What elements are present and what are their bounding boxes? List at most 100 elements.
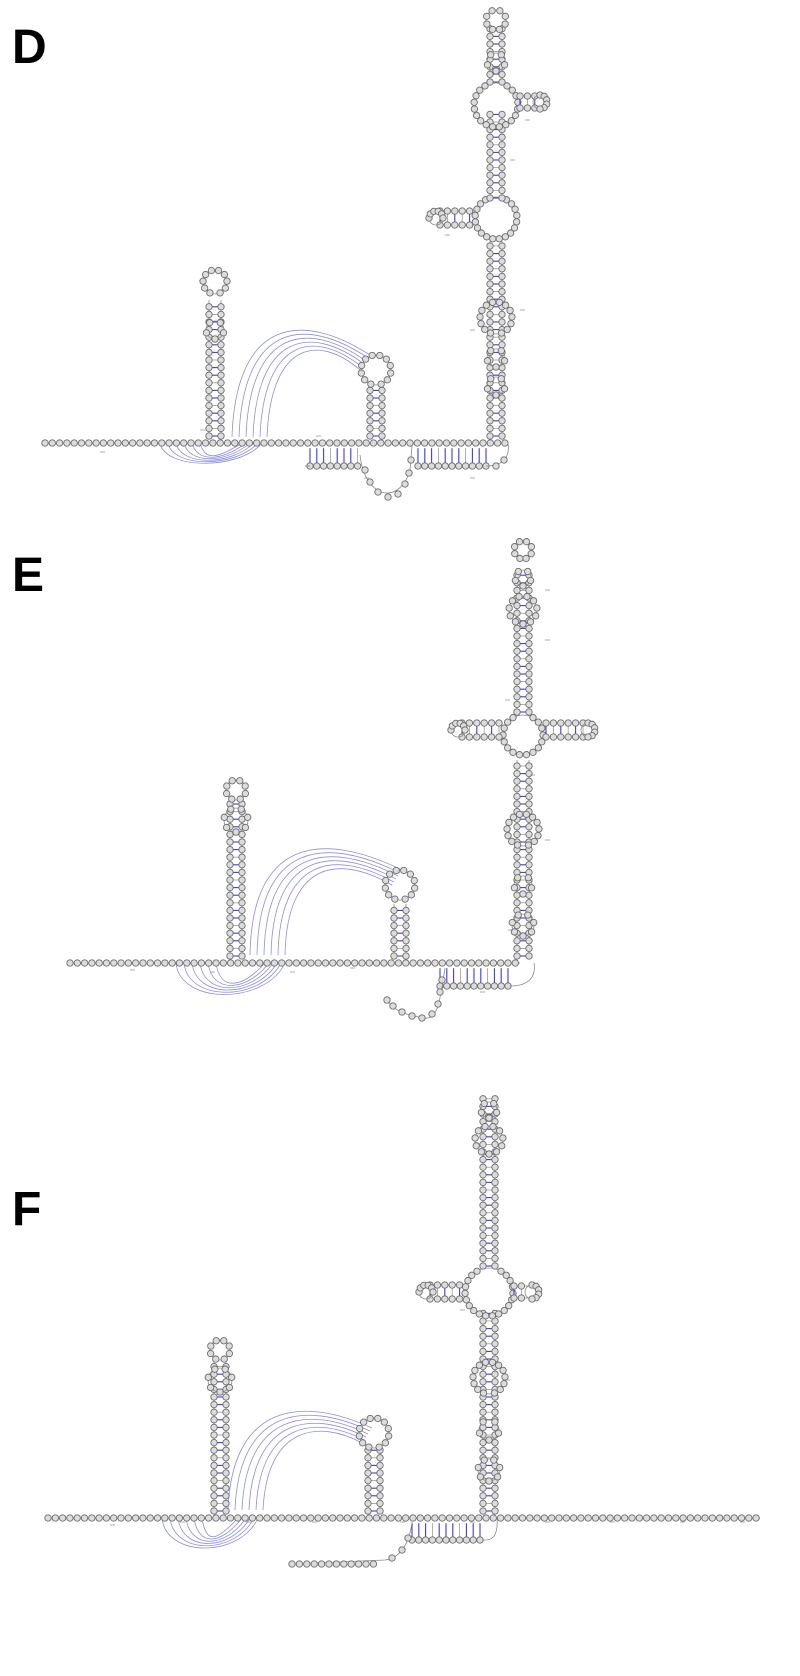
nucleotide	[364, 1492, 372, 1500]
nucleotide	[359, 1439, 367, 1447]
nucleotide	[513, 785, 521, 793]
nucleotide	[414, 462, 422, 470]
nucleotide	[376, 1499, 384, 1508]
nucleotide	[525, 670, 533, 678]
nucleotide	[221, 284, 229, 292]
nucleotide	[475, 462, 483, 470]
nucleotide	[226, 838, 234, 846]
nucleotide	[525, 769, 533, 778]
nucleotide	[516, 554, 524, 563]
nucleotide	[502, 1271, 510, 1279]
nucleotide	[217, 386, 225, 395]
nucleotide	[479, 1378, 487, 1386]
nucleotide	[498, 272, 506, 281]
nucleotide	[491, 1247, 499, 1255]
nucleotide	[85, 439, 93, 447]
nucleotide	[400, 866, 408, 875]
nucleotide	[222, 1454, 230, 1462]
nucleotide	[498, 249, 506, 258]
pseudoknot-arc	[277, 864, 395, 956]
nucleotide	[205, 409, 213, 417]
nucleotide	[492, 1108, 501, 1117]
nucleotide	[522, 810, 531, 819]
nucleotide	[385, 870, 394, 878]
nucleotide	[464, 1276, 472, 1285]
nucleotide	[485, 1150, 493, 1158]
nucleotide	[469, 1373, 477, 1381]
nucleotide	[529, 597, 538, 605]
nucleotide	[515, 538, 524, 546]
nucleotide	[434, 462, 443, 470]
nucleotide	[506, 306, 514, 315]
nucleotide	[498, 40, 506, 48]
nucleotide	[256, 1514, 264, 1522]
nucleotide	[408, 1012, 416, 1020]
nucleotide	[487, 733, 496, 741]
nucleotide	[376, 1507, 384, 1515]
nucleotide	[377, 380, 385, 388]
nucleotide	[217, 409, 225, 417]
nucleotide	[376, 1454, 384, 1462]
nucleotide	[501, 233, 510, 241]
nucleotide	[525, 624, 533, 633]
nucleotide	[187, 439, 195, 447]
nucleotide	[278, 959, 286, 967]
nucleotide	[210, 1438, 218, 1447]
nucleotide	[102, 1514, 111, 1522]
nucleotide	[358, 1514, 366, 1522]
nucleotide	[205, 959, 213, 967]
pseudoknot-arc	[193, 1517, 243, 1540]
nucleotide	[540, 1514, 549, 1522]
nucleotide	[503, 82, 511, 90]
nucleotide	[513, 841, 522, 849]
nucleotide	[317, 1560, 326, 1568]
nucleotide	[217, 363, 225, 372]
nucleotide	[205, 417, 213, 425]
nucleotide	[499, 1366, 507, 1375]
nucleotide	[404, 1534, 412, 1542]
nucleotide	[510, 224, 519, 232]
nucleotide	[513, 830, 521, 839]
nucleotide	[492, 462, 500, 470]
nucleotide	[451, 207, 459, 215]
nucleotide	[486, 186, 494, 195]
nucleotide	[226, 937, 234, 945]
nucleotide	[461, 726, 469, 734]
nucleotide	[525, 777, 533, 785]
nucleotide	[477, 1108, 486, 1117]
nucleotide	[479, 1216, 487, 1225]
nucleotide	[366, 409, 374, 417]
nucleotide	[525, 601, 533, 610]
nucleotide	[124, 1514, 132, 1522]
nucleotide	[435, 1536, 443, 1544]
nucleotide	[491, 1231, 499, 1240]
nucleotide	[557, 719, 565, 727]
nucleotide	[504, 718, 512, 726]
nucleotide	[470, 98, 478, 106]
pseudoknot-arc	[175, 962, 286, 995]
nucleotide	[523, 92, 532, 100]
nucleotide	[401, 480, 409, 488]
nucleotide	[525, 830, 533, 839]
nucleotide	[366, 478, 374, 486]
nucleotide	[525, 800, 533, 808]
pseudoknot-arc	[263, 856, 399, 956]
nucleotide	[467, 959, 476, 967]
nucleotide	[479, 1133, 487, 1141]
nucleotide	[366, 386, 374, 395]
nucleotide	[462, 1536, 471, 1544]
nucleotide	[526, 576, 535, 585]
nucleotide	[238, 439, 246, 447]
nucleotide	[513, 685, 521, 693]
nucleotide	[238, 830, 246, 839]
nucleotide	[117, 959, 125, 967]
rna-structure-f	[44, 1095, 760, 1568]
nucleotide	[220, 1337, 228, 1345]
nucleotide	[217, 417, 225, 425]
nucleotide	[225, 1349, 234, 1358]
nucleotide	[530, 837, 538, 846]
nucleotide	[483, 357, 492, 365]
nucleotide	[402, 952, 410, 960]
nucleotide	[228, 777, 236, 785]
nucleotide	[405, 469, 413, 477]
